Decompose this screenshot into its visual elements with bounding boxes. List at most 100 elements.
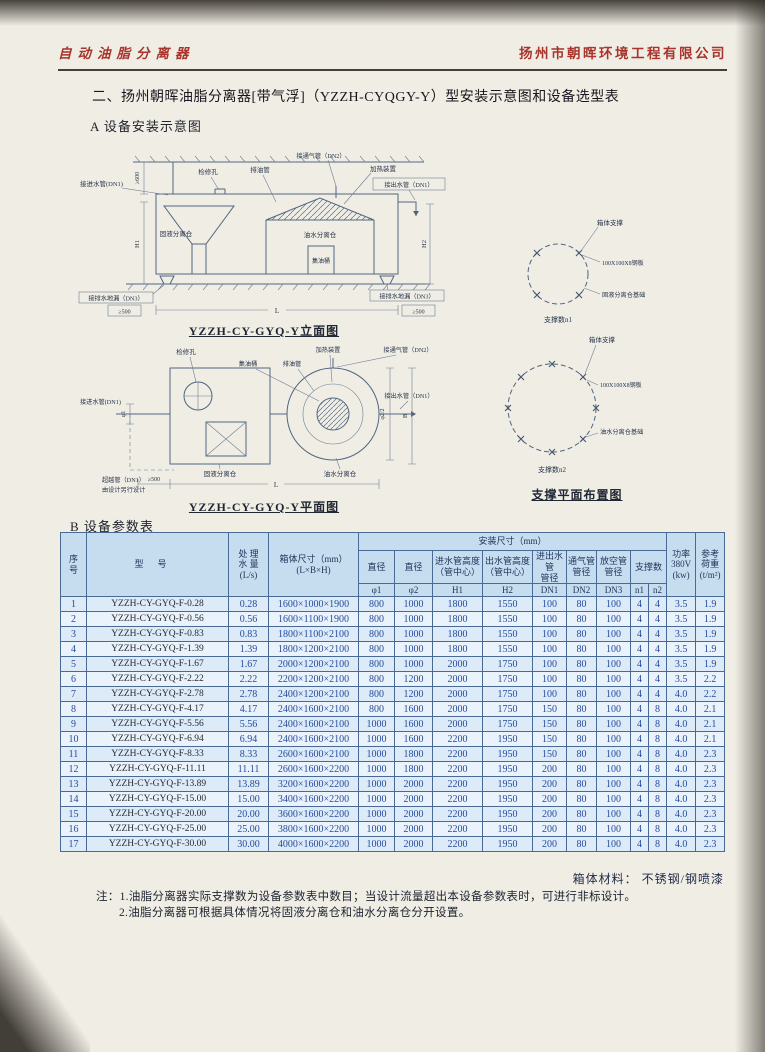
value-cell: 8 [647,761,668,778]
value-cell: 4 [630,791,649,808]
value-cell: 800 [358,656,395,673]
value-cell: 2000 [394,806,433,823]
value-cell: 100 [532,641,567,658]
value-cell: 100 [596,821,631,838]
value-cell: 1000 [394,641,433,658]
value-cell: 2200 [432,806,483,823]
plan-caption: YZZH-CY-GYQ-Y平面图 [188,500,340,514]
value-cell: 1000 [358,731,395,748]
seq-cell: 3 [60,626,87,643]
seq-cell: 10 [60,731,87,748]
value-cell: 4 [647,596,668,613]
value-cell: 3.5 [666,596,697,613]
value-cell: 80 [566,671,597,688]
value-cell: 80 [566,596,597,613]
value-cell: 1750 [482,671,533,688]
leader-lines [121,159,416,295]
value-cell: 2400×1600×2100 [268,731,359,748]
value-cell: 30.00 [228,836,269,853]
spec-table: 序 号 型号 处 理 水 量 (L/s) 箱体尺寸（mm） (L×B×H) 安装… [60,531,726,853]
th-dn3: DN3 [596,583,631,598]
value-cell: 100 [532,671,567,688]
sup1-label-count: 支撑数n1 [544,315,572,324]
value-cell: 4.0 [666,686,697,703]
value-cell: 4 [630,611,649,628]
value-cell: 100 [596,716,631,733]
value-cell: 4 [630,716,649,733]
support-top-diagram: 箱体支撑 100X100X8钢板 固液分离仓基础 支撑数n1 [527,218,645,324]
th-diameter2: 直径 [394,549,433,585]
value-cell: 1000 [358,821,395,838]
value-cell: 4 [630,596,649,613]
value-cell: 100 [596,746,631,763]
plan-diagram: 检修孔 加热装置 接通气管（DN2） 集油桶 排油管 接进水管(DN1) 接出水… [80,346,434,494]
model-cell: YZZH-CY-GYQ-F-0.56 [86,611,229,628]
elev-label-dim-h1: H1 [134,240,141,248]
sup2-label-count: 支撑数n2 [538,465,566,474]
value-cell: 4 [630,656,649,673]
value-cell: 80 [566,791,597,808]
value-cell: 1950 [482,776,533,793]
plan-label-oil-pipe: 排油管 [283,360,302,368]
value-cell: 4.0 [666,806,697,823]
elevation-caption: YZZH-CY-GYQ-Y立面图 [188,324,340,338]
seq-cell: 9 [60,716,87,733]
th-supports: 支撑数 [629,549,668,585]
value-cell: 100 [596,671,631,688]
value-cell: 800 [358,701,395,718]
value-cell: 8 [647,821,668,838]
value-cell: 0.83 [228,626,269,643]
elev-label-inlet: 接进水管(DN1) [80,179,123,188]
value-cell: 4.0 [666,836,697,853]
value-cell: 200 [532,761,567,778]
value-cell: 25.00 [228,821,269,838]
value-cell: 4.17 [228,701,269,718]
value-cell: 1750 [482,701,533,718]
sup1-label-plate: 100X100X8钢板 [602,259,644,267]
elev-label-dim500-right: ≥500 [412,310,424,316]
th-vent-dn: 通气管 管径 [566,549,597,585]
value-cell: 4 [647,671,668,688]
value-cell: 150 [532,716,567,733]
th-phi1: φ1 [358,583,395,598]
value-cell: 2.3 [695,776,726,793]
th-load: 参考 荷重 (t/m²) [695,531,726,598]
value-cell: 100 [596,686,631,703]
value-cell: 80 [566,641,597,658]
value-cell: 1800 [432,611,483,628]
value-cell: 2.2 [695,671,726,688]
model-cell: YZZH-CY-GYQ-F-11.11 [86,761,229,778]
plan-label-outlet: 接出水管（DN1） [384,392,433,400]
label-boxes [78,177,446,317]
value-cell: 1.9 [695,626,726,643]
value-cell: 2.22 [228,671,269,688]
elev-label-oil-barrel: 集油桶 [312,257,330,265]
th-h2: H2 [482,583,533,598]
company-name: 扬州市朝晖环境工程有限公司 [519,46,727,61]
value-cell: 100 [532,656,567,673]
value-cell: 1000 [394,611,433,628]
value-cell: 4.0 [666,731,697,748]
value-cell: 80 [566,836,597,853]
value-cell: 100 [596,836,631,853]
value-cell: 4 [630,701,649,718]
value-cell: 2.1 [695,731,726,748]
value-cell: 1000 [358,716,395,733]
value-cell: 4 [630,731,649,748]
value-cell: 5.56 [228,716,269,733]
support-leaders [580,226,601,295]
tank-body [155,162,419,275]
value-cell: 2.78 [228,686,269,703]
th-dn2: DN2 [566,583,597,598]
value-cell: 80 [566,731,597,748]
value-cell: 100 [596,806,631,823]
value-cell: 2000 [432,671,483,688]
value-cell: 150 [532,731,567,748]
value-cell: 1950 [482,821,533,838]
model-cell: YZZH-CY-GYQ-F-2.22 [86,671,229,688]
seq-cell: 6 [60,671,87,688]
